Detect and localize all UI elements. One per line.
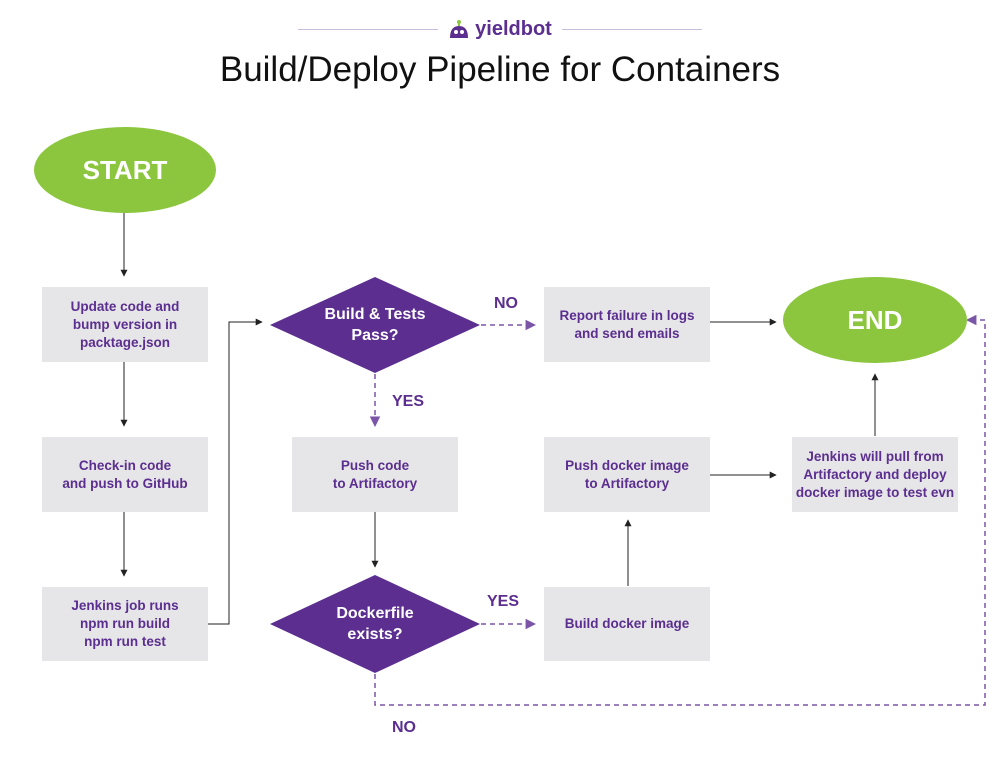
- step-jenkins-deploy-label: Jenkins will pull from Artifactory and d…: [795, 448, 955, 500]
- decision-build-tests-shape: [270, 277, 480, 373]
- step-report-failure-label: Report failure in logs and send emails: [559, 307, 695, 341]
- edge-label-docker-yes: YES: [487, 593, 520, 610]
- edge-label-build-yes: YES: [392, 393, 425, 410]
- start-label: START: [82, 154, 168, 185]
- logo-mark: yieldbot: [448, 18, 552, 41]
- edge-label-docker-no: NO: [392, 719, 416, 736]
- step-report-failure: Report failure in logs and send emails: [544, 287, 710, 362]
- step-update-code: Update code and bump version in packtage…: [42, 287, 208, 362]
- step-update-code-label: Update code and bump version in packtage…: [70, 298, 180, 350]
- step-jenkins-job-label: Jenkins job runs npm run build npm run t…: [71, 598, 179, 649]
- step-push-code-label: Push code to Artifactory: [332, 457, 418, 491]
- step-push-docker: Push docker image to Artifactory: [544, 437, 710, 512]
- logo-divider-right: [561, 29, 702, 30]
- end-terminal: END: [783, 277, 967, 363]
- step-build-docker: Build docker image: [544, 587, 710, 661]
- step-jenkins-deploy: Jenkins will pull from Artifactory and d…: [792, 437, 958, 512]
- edge-docker-no: [374, 314, 986, 706]
- logo-divider-left: [298, 29, 439, 30]
- step-check-in-label: Check-in code and push to GitHub: [62, 457, 188, 491]
- step-push-code: Push code to Artifactory: [292, 437, 458, 512]
- step-push-docker-label: Push docker image to Artifactory: [565, 457, 689, 491]
- edge-jenkins-to-build-tests: [208, 318, 263, 625]
- start-terminal: START: [34, 127, 216, 213]
- step-check-in: Check-in code and push to GitHub: [42, 437, 208, 512]
- edge-label-build-no: NO: [494, 295, 518, 312]
- step-jenkins-job: Jenkins job runs npm run build npm run t…: [42, 587, 208, 661]
- decision-dockerfile-label: Dockerfile exists?: [336, 605, 414, 643]
- decision-dockerfile-shape: [270, 575, 480, 673]
- robot-icon: [450, 19, 469, 38]
- decision-build-tests-label: Build & Tests Pass?: [324, 306, 426, 344]
- logo: yieldbot: [0, 18, 1000, 41]
- step-build-docker-label: Build docker image: [564, 616, 690, 631]
- end-label: END: [847, 304, 903, 335]
- page-title: Build/Deploy Pipeline for Containers: [219, 50, 781, 89]
- logo-brand: yieldbot: [475, 18, 552, 40]
